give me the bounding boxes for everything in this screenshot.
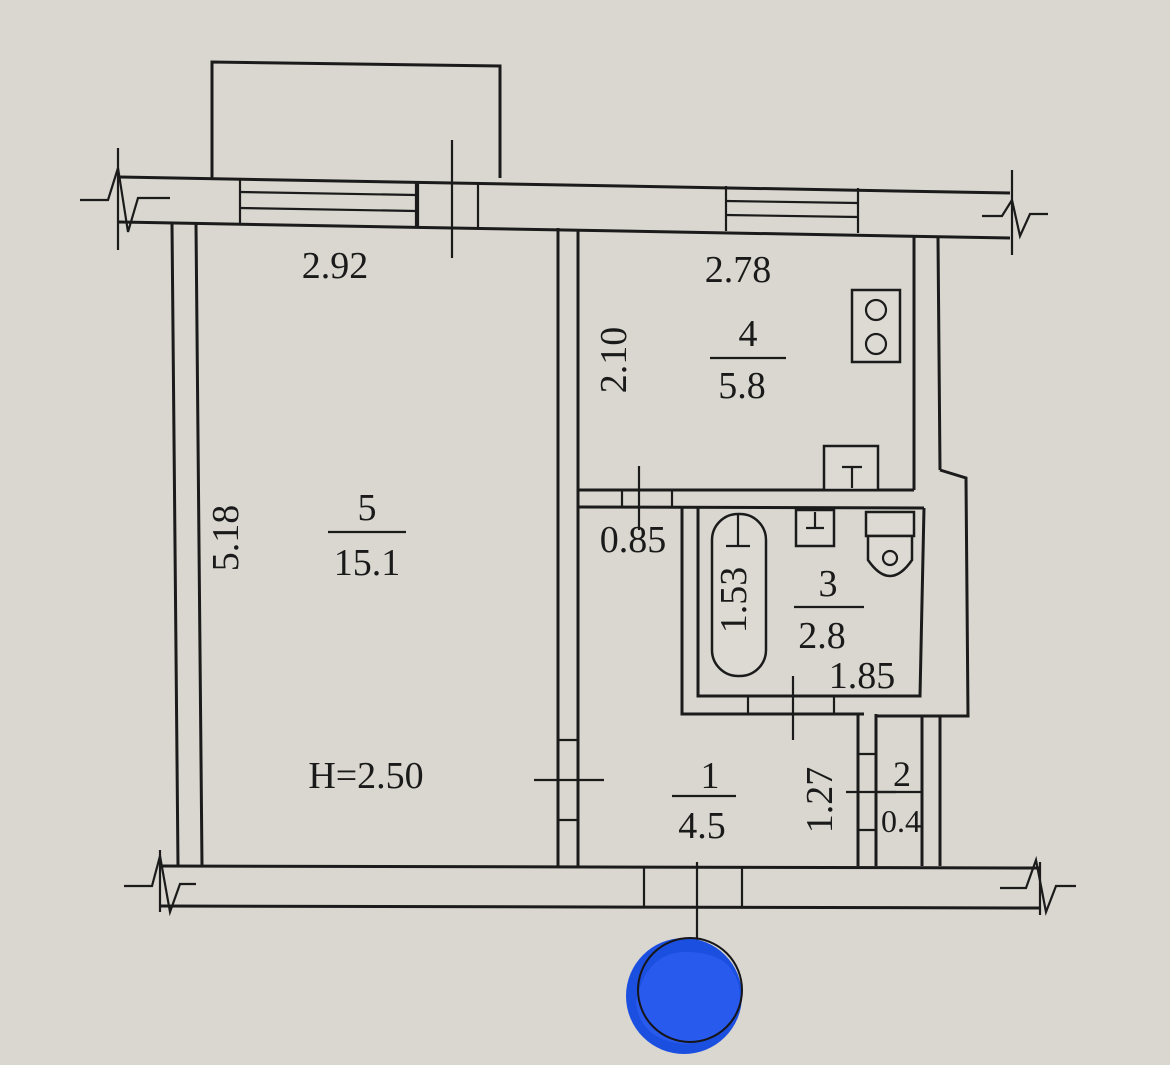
bath-length-dimension: 1.53 [713,567,755,634]
room-4-number: 4 [739,313,758,355]
closet-depth-dimension: 1.27 [799,767,841,834]
room-3-number: 3 [819,563,838,605]
balcony-door [416,140,480,258]
bottom-exterior-wall [124,850,1076,940]
room-5-area: 15.1 [334,542,401,584]
room-1-number: 1 [701,755,720,797]
room-1-area: 4.5 [678,805,726,847]
room-3-area: 2.8 [798,615,846,657]
balcony [210,60,502,178]
stove-icon [850,288,902,364]
ceiling-height: H=2.50 [308,755,423,797]
blue-ink-stamp [626,937,743,1054]
bathroom-walls [680,507,926,740]
room-4-area: 5.8 [718,365,766,407]
room-5-length-dimension: 5.18 [205,505,247,572]
partition-wall-center [534,228,604,866]
toilet-icon [864,510,916,578]
kitchen-sink-icon [822,444,880,492]
top-exterior-wall [80,148,1048,255]
room-2-number: 2 [893,754,911,794]
washbasin-icon [794,508,836,548]
window-room-5 [238,178,418,226]
corridor-width-dimension: 0.85 [600,519,667,561]
bathroom-width-dimension: 1.85 [829,655,896,697]
right-wall [912,236,970,866]
left-wall [170,223,204,867]
room-5-width-dimension: 2.92 [302,245,369,287]
room-2-area: 0.4 [881,803,921,839]
bathtub-icon [710,512,768,678]
room-4-width-dimension: 2.78 [705,249,772,291]
room-5-number: 5 [358,487,377,529]
room-4-depth-dimension: 2.10 [593,327,635,394]
window-kitchen [724,186,860,233]
